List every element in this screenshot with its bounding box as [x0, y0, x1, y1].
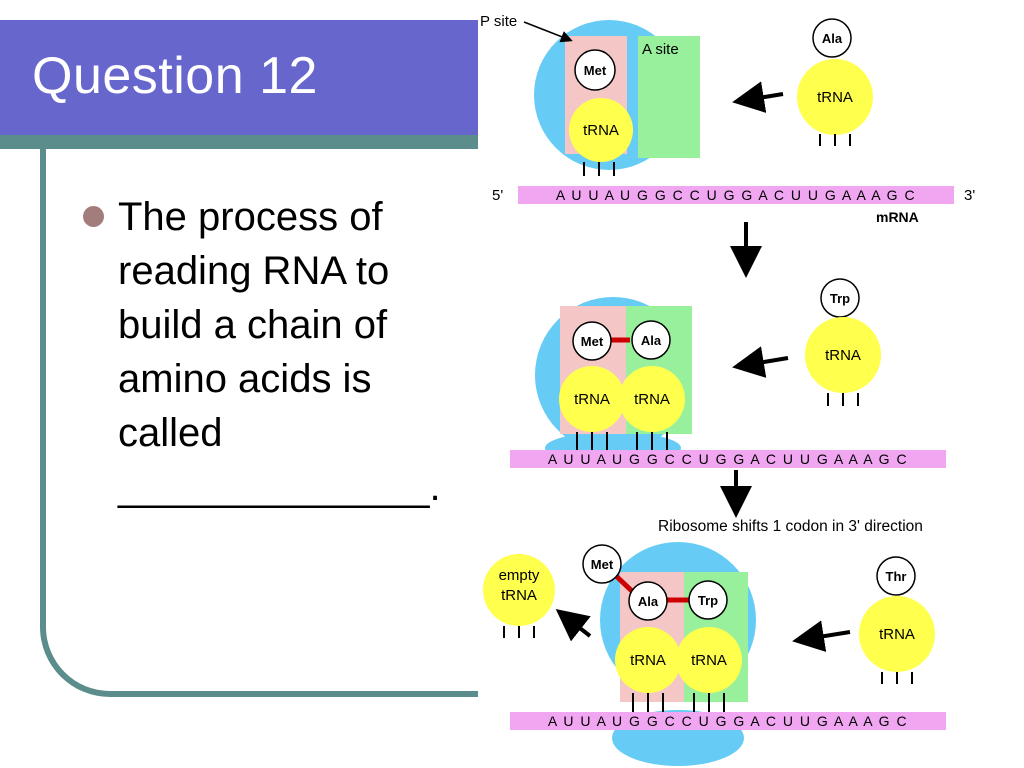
mrna-strand-1	[518, 186, 954, 204]
question-text: The process of reading RNA to build a ch…	[118, 195, 441, 509]
panel-1: P site A site Met tRNA Ala tRNA 5' A U U…	[480, 13, 975, 225]
incoming-arrow-2	[732, 346, 789, 378]
incoming-amino-acid-3	[876, 556, 916, 596]
trna-label-1: tRNA	[583, 122, 619, 139]
trna-right-3	[676, 627, 742, 693]
slide-title: Question 12	[32, 47, 318, 105]
incoming-trna-2	[805, 317, 881, 393]
ala-amino-acid-3	[628, 581, 668, 621]
met-amino-acid-3	[582, 544, 622, 584]
met-amino-acid-1	[574, 49, 616, 91]
incoming-amino-label-3: Thr	[886, 569, 907, 584]
trna-right-2	[619, 366, 685, 432]
a-site-box	[638, 36, 700, 158]
title-underline	[0, 135, 480, 149]
mrna-label: mRNA	[876, 209, 919, 225]
translation-diagram: P site A site Met tRNA Ala tRNA 5' A U U…	[478, 0, 1024, 768]
incoming-arrow-3	[792, 620, 851, 653]
met-label-1: Met	[584, 63, 607, 78]
trna-left-label-3: tRNA	[630, 652, 666, 669]
empty-trna-label-1: empty	[499, 567, 540, 584]
met-label-3: Met	[591, 557, 614, 572]
ala-amino-acid-2	[631, 320, 671, 360]
met-label-2: Met	[581, 334, 604, 349]
panel-3: empty tRNA Met Ala Trp tRNA tRNA Thr tRN…	[483, 542, 946, 766]
three-prime-label: 3'	[964, 187, 975, 204]
met-amino-acid-2	[572, 321, 612, 361]
incoming-amino-acid-2	[820, 278, 860, 318]
ala-label-3: Ala	[638, 594, 659, 609]
incoming-trna-legs-2	[827, 393, 859, 406]
mrna-sequence-2: A U U A U G G C C U G G A C U U G A A A …	[548, 451, 908, 467]
incoming-trna-3	[859, 596, 935, 672]
incoming-trna-label-1: tRNA	[817, 89, 853, 106]
incoming-trna-1	[797, 59, 873, 135]
anticodon-legs-2	[576, 432, 668, 450]
p-site-pointer	[523, 21, 573, 43]
exit-arrow	[555, 609, 592, 642]
anticodon-legs-3	[632, 693, 725, 712]
panel-2: Met Ala tRNA tRNA Trp tRNA A U U A U G G…	[510, 278, 946, 468]
incoming-trna-legs-3	[881, 672, 913, 684]
empty-trna	[483, 554, 555, 626]
title-bar	[0, 20, 480, 135]
trp-amino-acid-3	[688, 580, 728, 620]
five-prime-label: 5'	[492, 187, 503, 204]
incoming-trna-label-2: tRNA	[825, 347, 861, 364]
mrna-strand-3	[510, 712, 946, 730]
bullet-point-icon	[83, 206, 104, 227]
empty-trna-legs	[503, 626, 535, 638]
trna-left-2	[559, 366, 625, 432]
incoming-trna-legs-1	[819, 134, 851, 146]
trna-left-label-2: tRNA	[574, 391, 610, 408]
trp-label-3: Trp	[698, 593, 718, 608]
incoming-amino-label-1: Ala	[822, 31, 843, 46]
incoming-arrow-1	[732, 81, 784, 113]
trna-1	[569, 98, 633, 162]
trna-left-3	[615, 627, 681, 693]
content-frame	[40, 149, 520, 697]
a-site-label: A site	[642, 41, 679, 58]
incoming-trna-label-3: tRNA	[879, 626, 915, 643]
incoming-amino-label-2: Trp	[830, 291, 850, 306]
shift-caption: Ribosome shifts 1 codon in 3' direction	[658, 518, 923, 535]
incoming-amino-acid-1	[812, 18, 852, 58]
empty-trna-label-2: tRNA	[501, 587, 537, 604]
mrna-sequence-3: A U U A U G G C C U G G A C U U G A A A …	[548, 713, 908, 729]
trna-right-label-3: tRNA	[691, 652, 727, 669]
mrna-strand-2	[510, 450, 946, 468]
anticodon-legs-1	[583, 162, 615, 176]
trna-right-label-2: tRNA	[634, 391, 670, 408]
ala-label-2: Ala	[641, 333, 662, 348]
mrna-sequence-1: A U U A U G G C C U G G A C U U G A A A …	[556, 187, 916, 203]
p-site-label: P site	[480, 13, 517, 30]
